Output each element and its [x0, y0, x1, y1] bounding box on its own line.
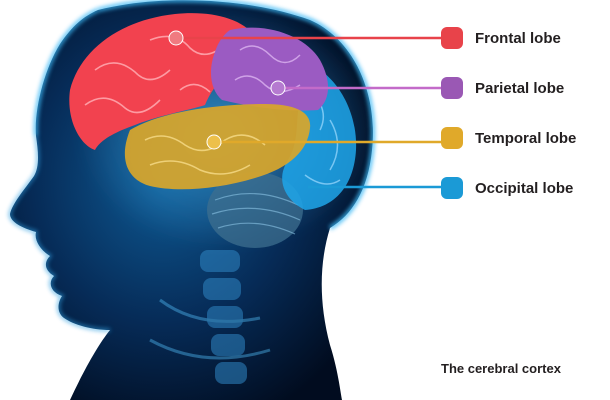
frontal-lobe-label: Frontal lobe: [475, 30, 561, 47]
legend-parietal-lobe: Parietal lobe: [441, 77, 564, 99]
parietal-lobe-swatch: [441, 77, 463, 99]
diagram-caption: The cerebral cortex: [441, 361, 561, 376]
frontal-lobe-swatch: [441, 27, 463, 49]
parietal-lobe-label: Parietal lobe: [475, 80, 564, 97]
legend-temporal-lobe: Temporal lobe: [441, 127, 576, 149]
temporal-lobe-swatch: [441, 127, 463, 149]
temporal-lobe-label: Temporal lobe: [475, 130, 576, 147]
occipital-lobe-label: Occipital lobe: [475, 180, 573, 197]
legend-occipital-lobe: Occipital lobe: [441, 177, 573, 199]
legend-frontal-lobe: Frontal lobe: [441, 27, 561, 49]
occipital-lobe-swatch: [441, 177, 463, 199]
